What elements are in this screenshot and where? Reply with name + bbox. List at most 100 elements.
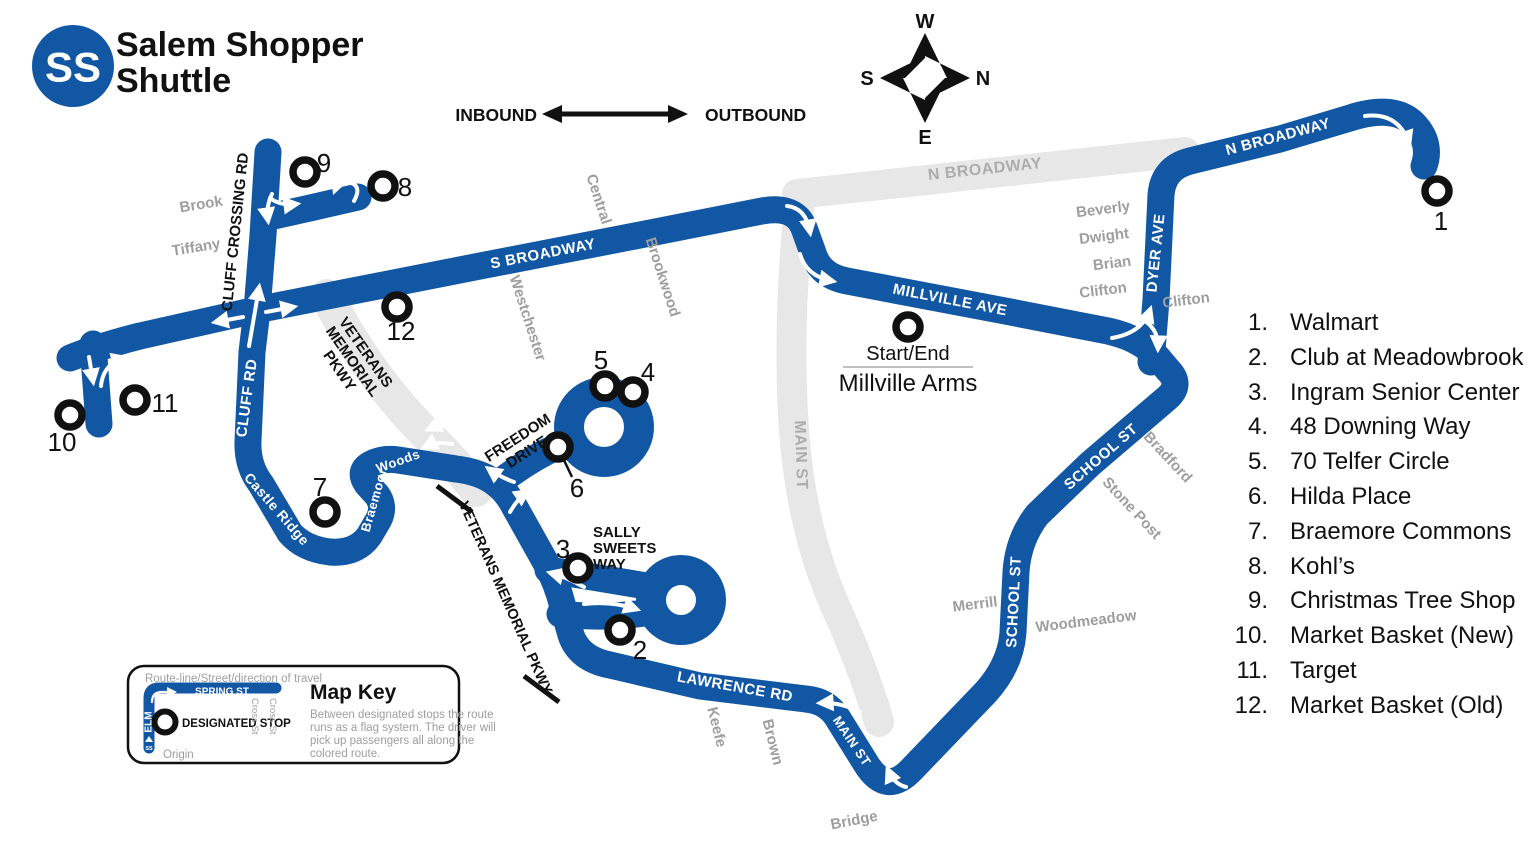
stop-list-name: Christmas Tree Shop	[1290, 587, 1515, 614]
direction-arrow	[331, 175, 360, 203]
stop-list-name: Club at Meadowbrook	[1290, 344, 1524, 371]
right-arrowhead-icon	[668, 105, 688, 123]
stop-marker-10	[54, 399, 86, 431]
stop-list-num: 7.	[1248, 518, 1268, 545]
route-plaza-stub	[79, 330, 113, 438]
stop-number-2: 2	[633, 635, 647, 665]
street-label-westchester: Westchester	[506, 273, 550, 363]
street-label-stone-post: Stone Post	[1099, 474, 1165, 543]
stop-list-name: Kohl’s	[1290, 553, 1355, 580]
stop-number-3: 3	[556, 534, 570, 564]
route-school-lawrence-cluff-loop	[234, 138, 1189, 796]
shuttle-logo-text: SS	[45, 44, 101, 91]
direction-arrow	[815, 693, 862, 714]
compass-w: W	[916, 11, 935, 33]
stop-marker-8	[367, 170, 399, 202]
stop-marker-4	[617, 376, 649, 408]
direction-arrow	[420, 433, 454, 450]
stop-number-9: 9	[317, 148, 331, 178]
street-label-brown: Brown	[759, 717, 787, 766]
page-title-line2: Shuttle	[116, 62, 231, 100]
stop-list: 1. Walmart 2. Club at Meadowbrook 3. Ing…	[1235, 309, 1525, 719]
sally-line-2: SWEETS	[593, 540, 656, 557]
stop-marker-7	[309, 496, 341, 528]
stop-list-name: Ingram Senior Center	[1290, 379, 1519, 406]
street-label-bradford: Bradford	[1140, 428, 1196, 486]
map-key-desc-3: pick up passengers all along the	[310, 735, 474, 747]
street-label-sally-sweets-way: SALLY SWEETS WAY	[593, 524, 656, 573]
street-label-brook: Brook	[178, 193, 224, 217]
stop-number-6: 6	[570, 473, 584, 503]
stop-marker-12	[381, 291, 413, 323]
compass-star-center	[905, 58, 945, 98]
direction-arrow	[247, 282, 266, 348]
stop-marker-11	[119, 384, 151, 416]
stop-list-name: 48 Downing Way	[1290, 413, 1471, 440]
stop-list-num: 9.	[1248, 587, 1268, 614]
stop-list-num: 1.	[1248, 309, 1268, 336]
start-end-label: Start/End	[866, 343, 949, 365]
compass-rose-icon: W E S N	[860, 11, 990, 149]
direction-legend: INBOUND OUTBOUND	[455, 105, 806, 125]
stop-list-num: 12.	[1235, 692, 1268, 719]
road-n-broadway-gray	[782, 137, 1200, 209]
direction-arrow	[210, 310, 245, 329]
stop-number-1: 1	[1434, 206, 1448, 236]
page-title-line1: Salem Shopper	[116, 26, 364, 64]
stop-list-name: Target	[1290, 657, 1357, 684]
stop-number-11: 11	[152, 388, 179, 418]
stop-number-5: 5	[594, 345, 608, 375]
street-label-bridge: Bridge	[829, 808, 879, 834]
street-label-school-st-lower: SCHOOL ST	[1003, 556, 1025, 648]
direction-arrow	[508, 489, 532, 514]
route-dyer-n-broadway	[1137, 98, 1440, 376]
stop-list-name: Market Basket (New)	[1290, 622, 1514, 649]
direction-arrow	[82, 355, 100, 387]
direction-arrow	[1133, 314, 1168, 354]
compass-n: N	[976, 68, 990, 90]
stop-list-num: 6.	[1248, 483, 1268, 510]
stop-marker-1	[1421, 175, 1453, 207]
stop-marker-5	[589, 370, 621, 402]
street-label-central: Central	[582, 172, 614, 226]
street-label-clifton-right: Clifton	[1161, 289, 1210, 312]
compass-s: S	[860, 68, 873, 90]
direction-arrow	[1110, 304, 1155, 340]
sally-line-1: SALLY	[593, 524, 641, 541]
stop-marker-6	[542, 431, 574, 463]
stop-list-name: Hilda Place	[1290, 483, 1411, 510]
stop-number-8: 8	[398, 172, 412, 202]
stop-list-num: 2.	[1248, 344, 1268, 371]
street-label-beverly: Beverly	[1075, 198, 1132, 222]
street-label-merrill: Merrill	[952, 593, 999, 615]
direction-arrow	[264, 300, 299, 319]
map-key-desc-2: runs as a flag system. The driver will	[310, 722, 496, 734]
map-key-designated-stop-label: DESIGNATED STOP	[182, 718, 291, 730]
stop-list-name: Market Basket (Old)	[1290, 692, 1503, 719]
map-key-origin-ss: SS	[145, 746, 153, 752]
stop-list-num: 5.	[1248, 448, 1268, 475]
direction-arrow	[424, 415, 460, 432]
stop-marker-start-end	[892, 311, 924, 343]
stop-list-num: 11.	[1236, 657, 1268, 684]
sally-line-3: WAY	[593, 556, 626, 573]
vmp-boundary-tick-south	[522, 673, 561, 705]
stop-number-12: 12	[387, 316, 416, 346]
route-sally-sweets-loop	[636, 555, 726, 645]
direction-arrow	[785, 204, 817, 238]
map-key-direction-arrow	[150, 687, 177, 704]
vmp-boundary-tick-north	[435, 483, 474, 515]
direction-arrow	[484, 465, 516, 484]
map-key-desc-1: Between designated stops the route	[310, 709, 494, 721]
route-kohls-spur	[251, 183, 372, 232]
map-key-title: Map Key	[310, 681, 397, 704]
stop-number-7: 7	[313, 472, 327, 502]
map-key: Route-line/Street/direction of travel SP…	[126, 664, 496, 765]
map-key-cross-st-2: Cross St	[267, 698, 278, 735]
outbound-label: OUTBOUND	[705, 105, 806, 125]
street-label-keefe: Keefe	[703, 705, 729, 749]
compass-e: E	[918, 127, 931, 149]
street-label-tiffany: Tiffany	[171, 235, 223, 260]
